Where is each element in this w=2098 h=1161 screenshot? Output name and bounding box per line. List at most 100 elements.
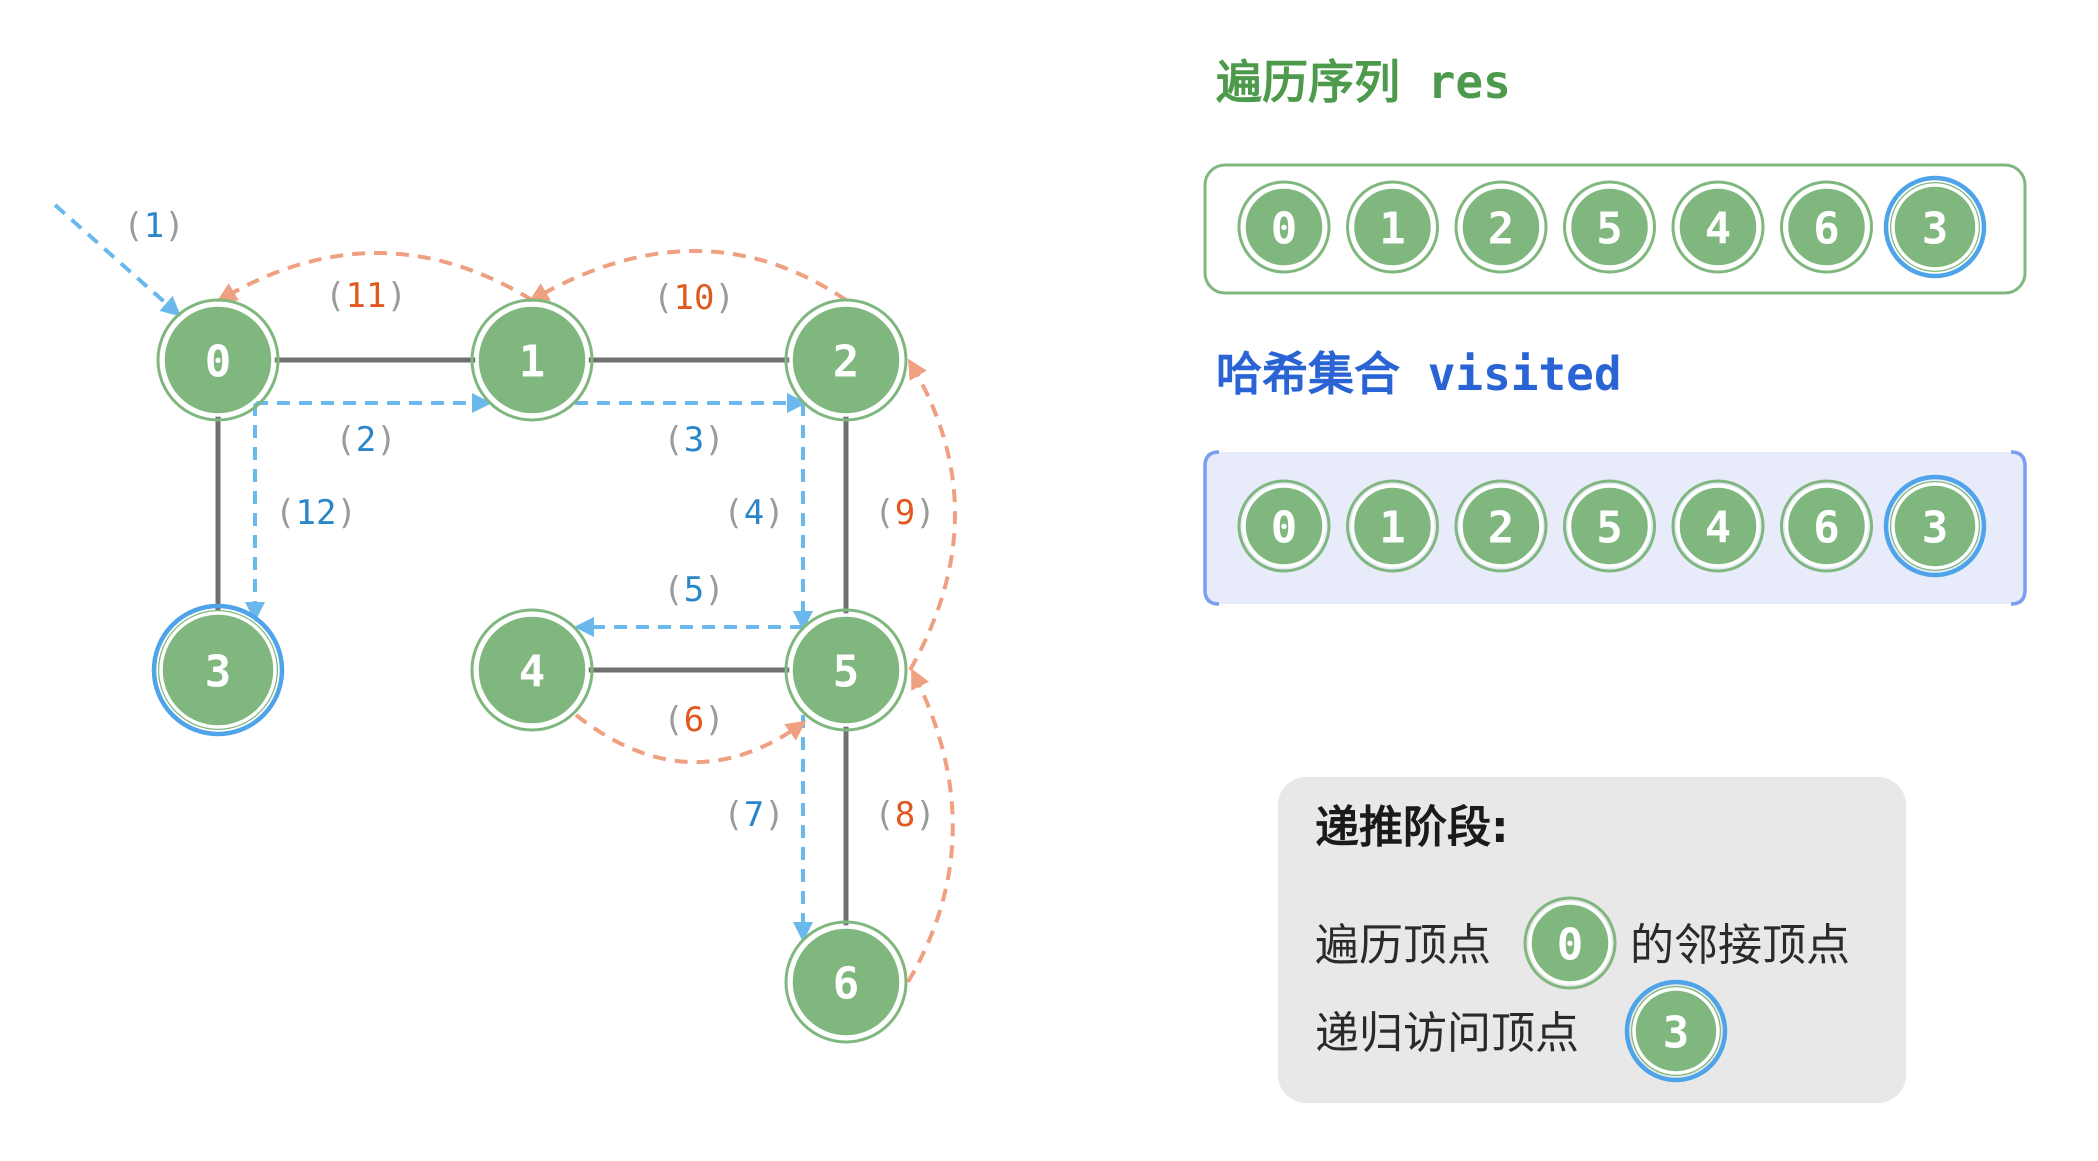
node-inner-ring [475,303,589,417]
node-fill [1786,486,1867,566]
node-fill [1678,486,1758,566]
paren-open: ( [723,493,743,533]
paren-open: ( [663,420,683,460]
paren-close: ) [915,493,935,533]
node-inner-ring [1528,901,1612,985]
node-inner-ring [1676,185,1760,269]
paren-open: ( [663,700,683,740]
node-label: 3 [1663,1008,1690,1059]
node-fill [1678,187,1758,267]
node-fill [1352,486,1433,566]
node-inner-ring [1567,484,1652,568]
node-fill [1352,187,1433,267]
step-label-11: (11) [325,276,407,316]
paren-open: ( [275,493,295,533]
step-label-6: (6) [663,700,724,740]
step-label-7: (7) [723,795,784,835]
step-number: 11 [346,276,387,316]
node-label: 5 [1596,204,1623,255]
node-fill [158,610,278,730]
res-item-6: 3 [1883,175,1987,279]
node-label: 5 [833,647,860,698]
vertex-2: 2 [784,298,908,422]
paren-open: ( [723,795,743,835]
node-label: 4 [1705,503,1732,554]
step-label-10: (10) [653,278,735,318]
node-label: 0 [1557,920,1584,971]
node-outer-ring [784,298,908,422]
res-item-5: 6 [1780,180,1873,274]
traversal-arrows [53,203,957,984]
paren-open: ( [874,795,894,835]
node-label: 1 [519,337,546,388]
step-label-5: (5) [663,570,724,610]
step-number: 6 [684,700,704,740]
node-inner-ring [789,613,903,727]
step-arrow-11 [216,251,534,303]
node-fill [1244,187,1324,267]
graph-vertices: 0 1 2 3 4 5 6 [151,298,908,1044]
current-ring [1883,175,1987,279]
node-label: 4 [519,647,546,698]
note-line2-prefix: 递归访问顶点 [1315,1008,1579,1059]
res-item-3: 5 [1563,180,1656,274]
visited-bracket-right [2010,450,2027,606]
paren-open: ( [325,276,345,316]
step-label-1: (1) [123,206,184,246]
node-outer-ring [1671,180,1765,274]
visited-bracket-left [1203,450,1220,606]
node-inner-ring [1242,484,1326,568]
paren-close: ) [336,493,356,533]
node-label: 2 [1488,204,1515,255]
step-labels: (1)(2)(3)(4)(5)(6)(7)(8)(9)(10)(11)(12) [123,206,935,835]
step-arrow-8 [906,668,955,984]
node-inner-ring [1676,484,1760,568]
vertex-4: 4 [470,608,594,732]
step-number: 8 [895,795,915,835]
node-fill [791,927,901,1037]
step-arrow-9 [907,358,957,671]
note-vertex-node: 0 [1523,896,1617,990]
node-outer-ring [470,608,594,732]
step-number: 9 [895,493,915,533]
step-number: 2 [356,420,376,460]
node-label: 3 [205,647,232,698]
paren-close: ) [386,276,406,316]
node-fill [163,305,273,415]
paren-open: ( [653,278,673,318]
paren-close: ) [764,795,784,835]
node-outer-ring [1671,479,1765,573]
step-arrow-1 [53,203,181,317]
node-inner-ring [475,613,589,727]
vertex-6: 6 [784,920,908,1044]
res-item-0: 0 [1237,180,1331,274]
node-inner-ring [1784,484,1869,568]
node-fill [1631,986,1721,1076]
node-label: 4 [1705,204,1732,255]
node-inner-ring [1242,185,1326,269]
current-ring [1624,979,1728,1083]
step-number: 10 [674,278,715,318]
visited-item-3: 5 [1563,479,1656,573]
paren-open: ( [335,420,355,460]
node-label: 3 [1922,204,1949,255]
node-inner-ring [1567,185,1652,269]
node-outer-ring [1237,479,1331,573]
res-item-4: 4 [1671,180,1765,274]
vertex-0: 0 [156,298,280,422]
paren-close: ) [704,700,724,740]
node-outer-ring [1563,479,1656,573]
visited-title: 哈希集合 visited [1216,347,1622,401]
node-label: 0 [205,337,232,388]
node-outer-ring [1346,479,1439,573]
paren-open: ( [663,570,683,610]
node-fill [1890,182,1980,272]
res-item-1: 1 [1346,180,1439,274]
visited-item-2: 2 [1454,479,1548,573]
node-outer-ring [1346,180,1439,274]
node-inner-ring [1632,987,1720,1075]
node-fill [1890,481,1980,571]
node-outer-ring [1523,896,1617,990]
